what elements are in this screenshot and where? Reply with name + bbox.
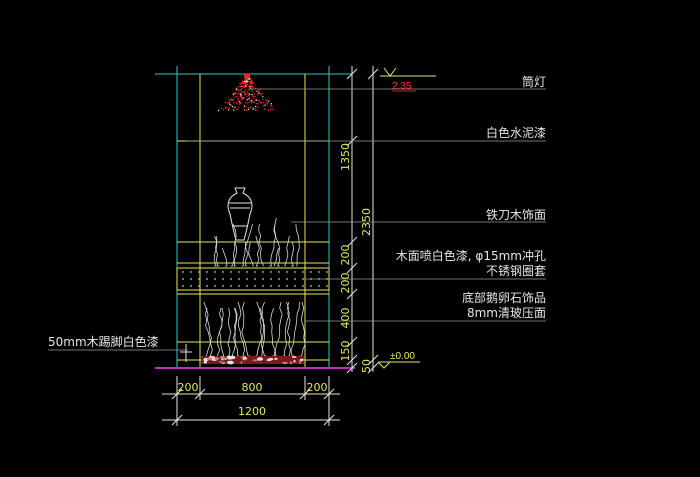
- label-white-paint: 白色水泥漆: [486, 125, 546, 140]
- wall-lines: [155, 66, 352, 368]
- dim-400: 400: [339, 308, 352, 329]
- level-top-text: 2.35: [392, 81, 412, 92]
- label-shelf-face: 铁刀木饰面: [486, 208, 546, 222]
- level-floor-text: ±0.00: [390, 351, 415, 362]
- decorative-branches: [203, 217, 306, 357]
- dim-h-800: 800: [242, 381, 263, 394]
- downlight-lamp: [217, 74, 274, 112]
- dim-h-200-right: 200: [307, 381, 328, 394]
- niche-frame: [176, 74, 330, 368]
- label-pebbles: 底部鹅卵石饰品: [462, 290, 546, 305]
- shelf-perforation-dots: [182, 271, 328, 287]
- horizontal-dimensions: [162, 376, 340, 426]
- leader-lines: [48, 88, 546, 351]
- label-shelf-paint: 木面喷白色漆, φ15mm冲孔: [396, 248, 546, 263]
- dim-50: 50: [360, 359, 373, 373]
- label-kick-board: 50mm木踢脚白色漆: [48, 334, 159, 349]
- vase-ornament: [227, 187, 253, 241]
- label-downlight: 筒灯: [522, 74, 546, 89]
- label-glass: 8mm清玻压面: [467, 306, 546, 320]
- dim-h-1200: 1200: [238, 405, 266, 418]
- dim-h-200-left: 200: [178, 381, 199, 394]
- lamp-light-cone: [217, 78, 274, 112]
- kick-board-marker: [180, 344, 192, 362]
- level-marker-top: [380, 67, 436, 77]
- dim-200-a: 200: [339, 245, 352, 266]
- label-steel-ring: 不锈钢圈套: [486, 264, 546, 278]
- dim-150: 150: [339, 341, 352, 362]
- pebble-base: [201, 355, 304, 365]
- dim-200-b: 200: [339, 273, 352, 294]
- dim-1350: 1350: [339, 143, 352, 171]
- level-marker-floor: [377, 361, 420, 369]
